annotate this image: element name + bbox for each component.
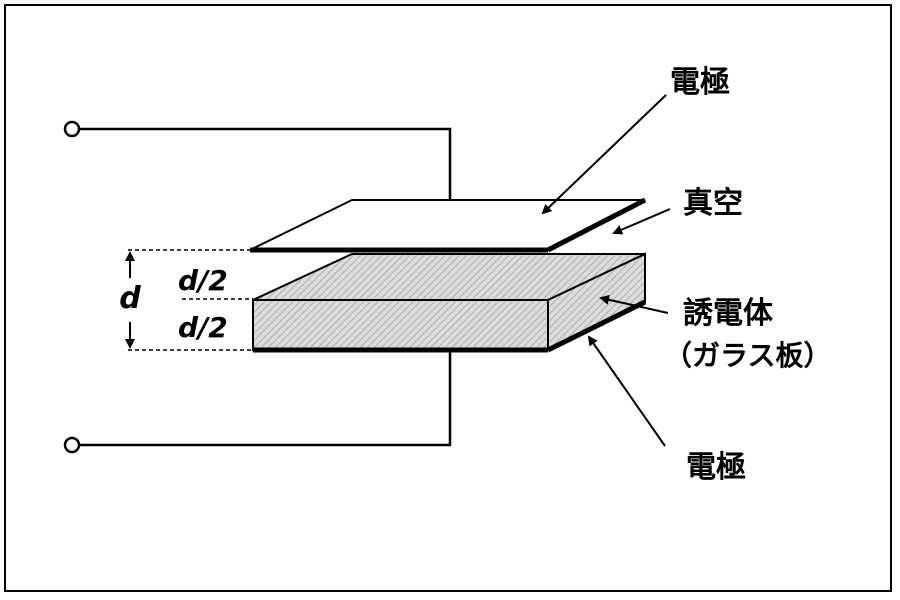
dielectric-front-face [252,299,549,351]
top-electrode-plate [249,199,646,251]
dielectric-label: 誘電体 [683,296,774,331]
top-terminal [63,120,81,138]
leader-top-electrode [541,94,667,215]
bottom-electrode-edge-side [546,299,647,353]
top-electrode-edge-side [546,197,647,253]
top-wire [79,127,452,225]
bottom-electrode-label: 電極 [686,450,746,485]
half-thickness-lower-label: d/2 [178,311,228,344]
leader-dielectric [599,294,669,314]
gap-d-label: d [119,281,141,316]
leader-bottom-electrode [587,335,666,447]
bottom-wire [79,350,452,447]
vacuum-label: 真空 [683,186,743,221]
leader-vacuum [612,208,671,235]
top-electrode-label: 電極 [670,65,730,100]
glass-plate-label: （ガラス板） [664,339,831,372]
bottom-terminal [63,436,81,454]
half-thickness-upper-label: d/2 [178,264,228,297]
diagram-frame [4,4,892,592]
